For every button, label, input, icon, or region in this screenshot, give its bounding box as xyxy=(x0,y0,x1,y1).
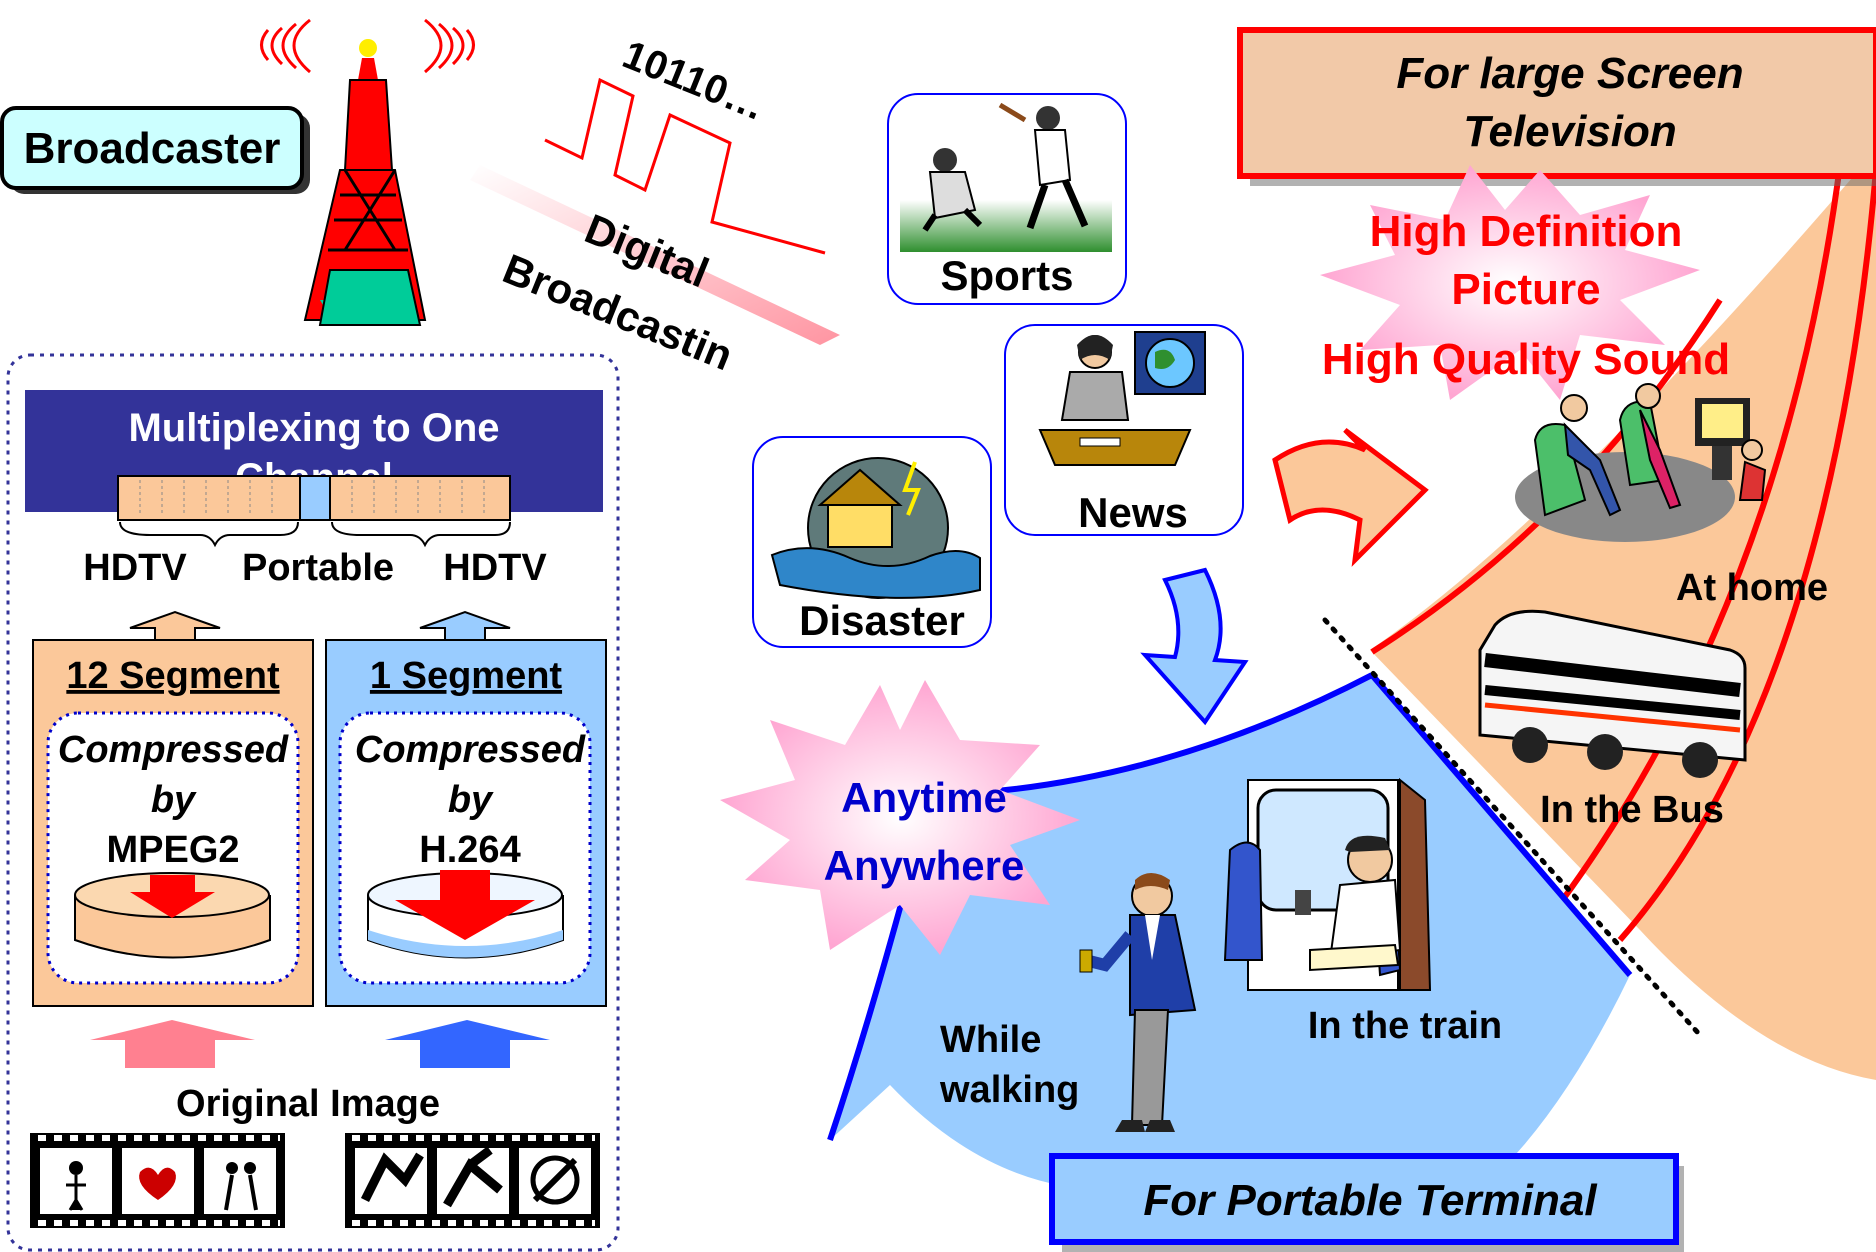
hd-feature-line1: High Definition xyxy=(1370,207,1683,256)
channel-bar: HDTV Portable HDTV xyxy=(83,475,547,589)
film-strip-right-icon xyxy=(345,1133,600,1228)
family-watching-tv-icon xyxy=(1515,383,1767,542)
hd-feature-line3: High Quality Sound xyxy=(1322,335,1730,384)
channel-label-hdtv-left: HDTV xyxy=(83,547,187,589)
digital-signal-graphic: 10110… Digital Broadcastin g xyxy=(470,33,840,403)
hd-starburst: High Definition Picture High Quality Sou… xyxy=(1320,165,1730,400)
film-strip-left-icon xyxy=(30,1133,285,1228)
large-screen-title-box: For large Screen Television xyxy=(1237,27,1876,186)
news-anchor-icon xyxy=(1038,331,1206,466)
up-arrow-left-icon xyxy=(129,610,221,641)
multiplex-header-line1: Multiplexing to One xyxy=(128,406,499,450)
anytime-starburst: Anytime Anywhere xyxy=(720,680,1080,955)
train-passenger-icon xyxy=(1223,777,1432,991)
region-divider xyxy=(1322,617,1703,1038)
original-image-label: Original Image xyxy=(176,1083,440,1125)
portable-title: For Portable Terminal xyxy=(1143,1176,1597,1225)
arrow-to-portable-icon xyxy=(1140,567,1249,726)
walking-man-phone-icon xyxy=(1079,873,1197,1132)
broadcast-tower-icon xyxy=(260,18,475,326)
compression-cylinder-mpeg2-icon xyxy=(74,872,271,959)
segment-12-box: 12 Segment Compressed by MPEG2 xyxy=(32,639,314,1007)
place-in-the-bus: In the Bus xyxy=(1540,789,1724,831)
portable-title-box: For Portable Terminal xyxy=(1049,1153,1684,1252)
segment-1-line1: Compressed xyxy=(355,729,586,771)
segment-1-box: 1 Segment Compressed by H.264 xyxy=(325,639,607,1007)
input-arrow-left-icon xyxy=(90,1020,255,1068)
program-label-news: News xyxy=(1078,489,1188,536)
input-arrow-right-icon xyxy=(385,1020,550,1068)
flood-house-icon xyxy=(770,457,981,599)
segment-12-line3: MPEG2 xyxy=(106,829,239,871)
arrow-to-large-screen-icon xyxy=(1272,428,1429,567)
place-walking-line1: While xyxy=(940,1019,1041,1061)
segment-12-line2: by xyxy=(151,779,197,821)
program-card-sports[interactable]: Sports xyxy=(887,93,1127,305)
program-card-disaster[interactable]: Disaster xyxy=(752,436,992,648)
place-in-the-train: In the train xyxy=(1308,1005,1502,1047)
channel-label-hdtv-right: HDTV xyxy=(443,547,547,589)
anytime-line1: Anytime xyxy=(841,774,1007,821)
program-label-sports: Sports xyxy=(940,252,1073,299)
large-screen-title-line2: Television xyxy=(1463,107,1677,156)
place-at-home: At home xyxy=(1676,567,1828,609)
up-arrow-right-icon xyxy=(419,610,511,641)
program-card-news[interactable]: News xyxy=(1004,324,1244,536)
segment-1-line3: H.264 xyxy=(419,829,520,871)
anytime-line2: Anywhere xyxy=(824,842,1025,889)
place-walking-line2: walking xyxy=(939,1069,1079,1111)
bus-icon xyxy=(1478,609,1747,778)
broadcaster-label: Broadcaster xyxy=(24,124,281,173)
segment-12-title: 12 Segment xyxy=(66,655,280,697)
broadcaster-label-box: Broadcaster xyxy=(0,106,310,194)
large-screen-title-line1: For large Screen xyxy=(1396,49,1743,98)
compression-cylinder-h264-icon xyxy=(367,870,564,959)
signal-bits: 10110… xyxy=(617,33,772,130)
program-label-disaster: Disaster xyxy=(799,597,965,644)
segment-1-line2: by xyxy=(448,779,494,821)
hd-feature-line2: Picture xyxy=(1451,265,1600,314)
segment-1-title: 1 Segment xyxy=(370,655,563,697)
baseball-icon xyxy=(922,102,1089,232)
large-screen-region xyxy=(1370,150,1876,1080)
channel-label-portable: Portable xyxy=(242,547,394,589)
segment-12-line1: Compressed xyxy=(58,729,289,771)
